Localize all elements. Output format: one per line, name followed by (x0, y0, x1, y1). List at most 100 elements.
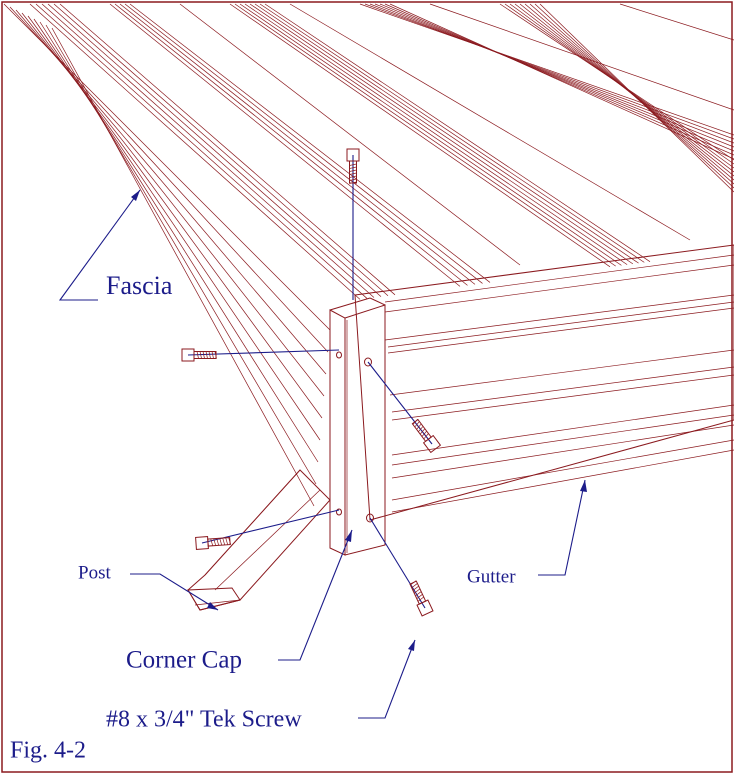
screw-thread (222, 537, 226, 546)
gutter-rib (384, 264, 734, 313)
roof-rib (114, 3, 468, 286)
screw-thread (410, 580, 417, 586)
screw-thread (412, 418, 418, 425)
gutter-rib (387, 307, 734, 354)
roof-panels (29, 3, 734, 300)
leader-post (130, 573, 219, 611)
figure-caption: Fig. 4-2 (10, 738, 86, 764)
screw-thread (419, 428, 426, 435)
roof-rib (234, 3, 616, 267)
screw-thread (199, 351, 202, 359)
screw-thread (416, 594, 423, 599)
roof-rib (59, 3, 396, 296)
roof-rib (259, 3, 645, 263)
roof-rib (239, 3, 622, 266)
corner-cap-label: Corner Cap (126, 647, 242, 674)
tek-screw (367, 361, 442, 454)
fascia-beam (3, 3, 331, 507)
screw-thread (412, 585, 419, 591)
screw-thread (421, 430, 427, 437)
screw-thread (414, 588, 421, 594)
screw-label: #8 x 3/4" Tek Screw (106, 707, 302, 733)
screw-thread (414, 421, 420, 428)
screw-holes (336, 351, 374, 523)
screw-axis-line (369, 517, 426, 609)
gutter-rib (384, 294, 734, 341)
roof-rib (124, 3, 483, 284)
screw-thread (214, 351, 217, 359)
roof-rib (254, 3, 639, 264)
screw-thread (219, 538, 223, 546)
gutter-rib (391, 439, 734, 501)
screw-thread (208, 351, 211, 359)
screw-shank (409, 580, 427, 605)
screw-thread (416, 423, 422, 430)
gutter-rib (384, 254, 734, 303)
screw-thread (349, 178, 357, 181)
gutter-channel (354, 244, 734, 521)
tek-screw (346, 148, 360, 300)
roof-rib (264, 3, 651, 262)
roof-rib (35, 3, 368, 299)
screw-thread (202, 351, 205, 359)
screw-thread (349, 181, 357, 184)
fascia-line (51, 27, 315, 507)
roof-rib (249, 3, 634, 265)
screw-thread (228, 537, 232, 545)
post-label: Post (78, 562, 111, 583)
screw-thread (349, 166, 357, 169)
roof-rib (384, 3, 734, 156)
screw-axis-line (367, 361, 433, 445)
roof-rib (374, 3, 734, 148)
post (187, 469, 331, 611)
roof-rib (364, 3, 734, 140)
roof-rib (429, 3, 734, 111)
leader-gutter (538, 479, 587, 576)
gutter-rib (387, 301, 734, 348)
screw-thread (205, 351, 208, 359)
gutter-rib (391, 374, 734, 421)
roof-rib (47, 3, 382, 297)
screw-thread (349, 172, 357, 175)
gutter-rib (389, 349, 734, 396)
gutter-rib (391, 449, 734, 513)
gutter-label: Gutter (467, 566, 516, 587)
fascia-line (21, 12, 325, 397)
fascia-line (33, 18, 321, 441)
screw-thread (216, 538, 220, 546)
screw-thread (349, 175, 357, 178)
roof-rib (359, 3, 734, 136)
gutter-rib (391, 424, 734, 479)
screw-thread (423, 433, 429, 440)
fascia-line (27, 15, 323, 419)
screw-thread (225, 537, 229, 545)
leader-fascia (58, 189, 141, 301)
gutter-rib (391, 366, 734, 413)
screw-thread (349, 163, 357, 166)
roof-rib (41, 3, 375, 298)
screw-axis-line (187, 349, 340, 356)
gutter-rib (391, 414, 734, 466)
screw-thread (418, 426, 424, 432)
screw-thread (415, 591, 422, 597)
roof-rib (179, 3, 521, 266)
screw-thread (411, 583, 418, 589)
roof-rib (119, 3, 476, 285)
leader-corner-cap (278, 529, 353, 661)
fascia-line (45, 24, 317, 485)
roof-rib (539, 3, 734, 193)
screw-thread (349, 169, 357, 172)
roof-rib (53, 3, 389, 296)
roof-rib (229, 3, 611, 268)
roof-rib (619, 3, 734, 41)
screw-thread (417, 596, 424, 602)
roof-rib (289, 3, 691, 241)
tek-screw (195, 509, 340, 550)
gutter-rib (391, 404, 734, 456)
tek-screw (369, 517, 434, 617)
roof-rib (389, 3, 734, 160)
screw-thread (211, 351, 214, 359)
leader-screw (358, 639, 416, 719)
